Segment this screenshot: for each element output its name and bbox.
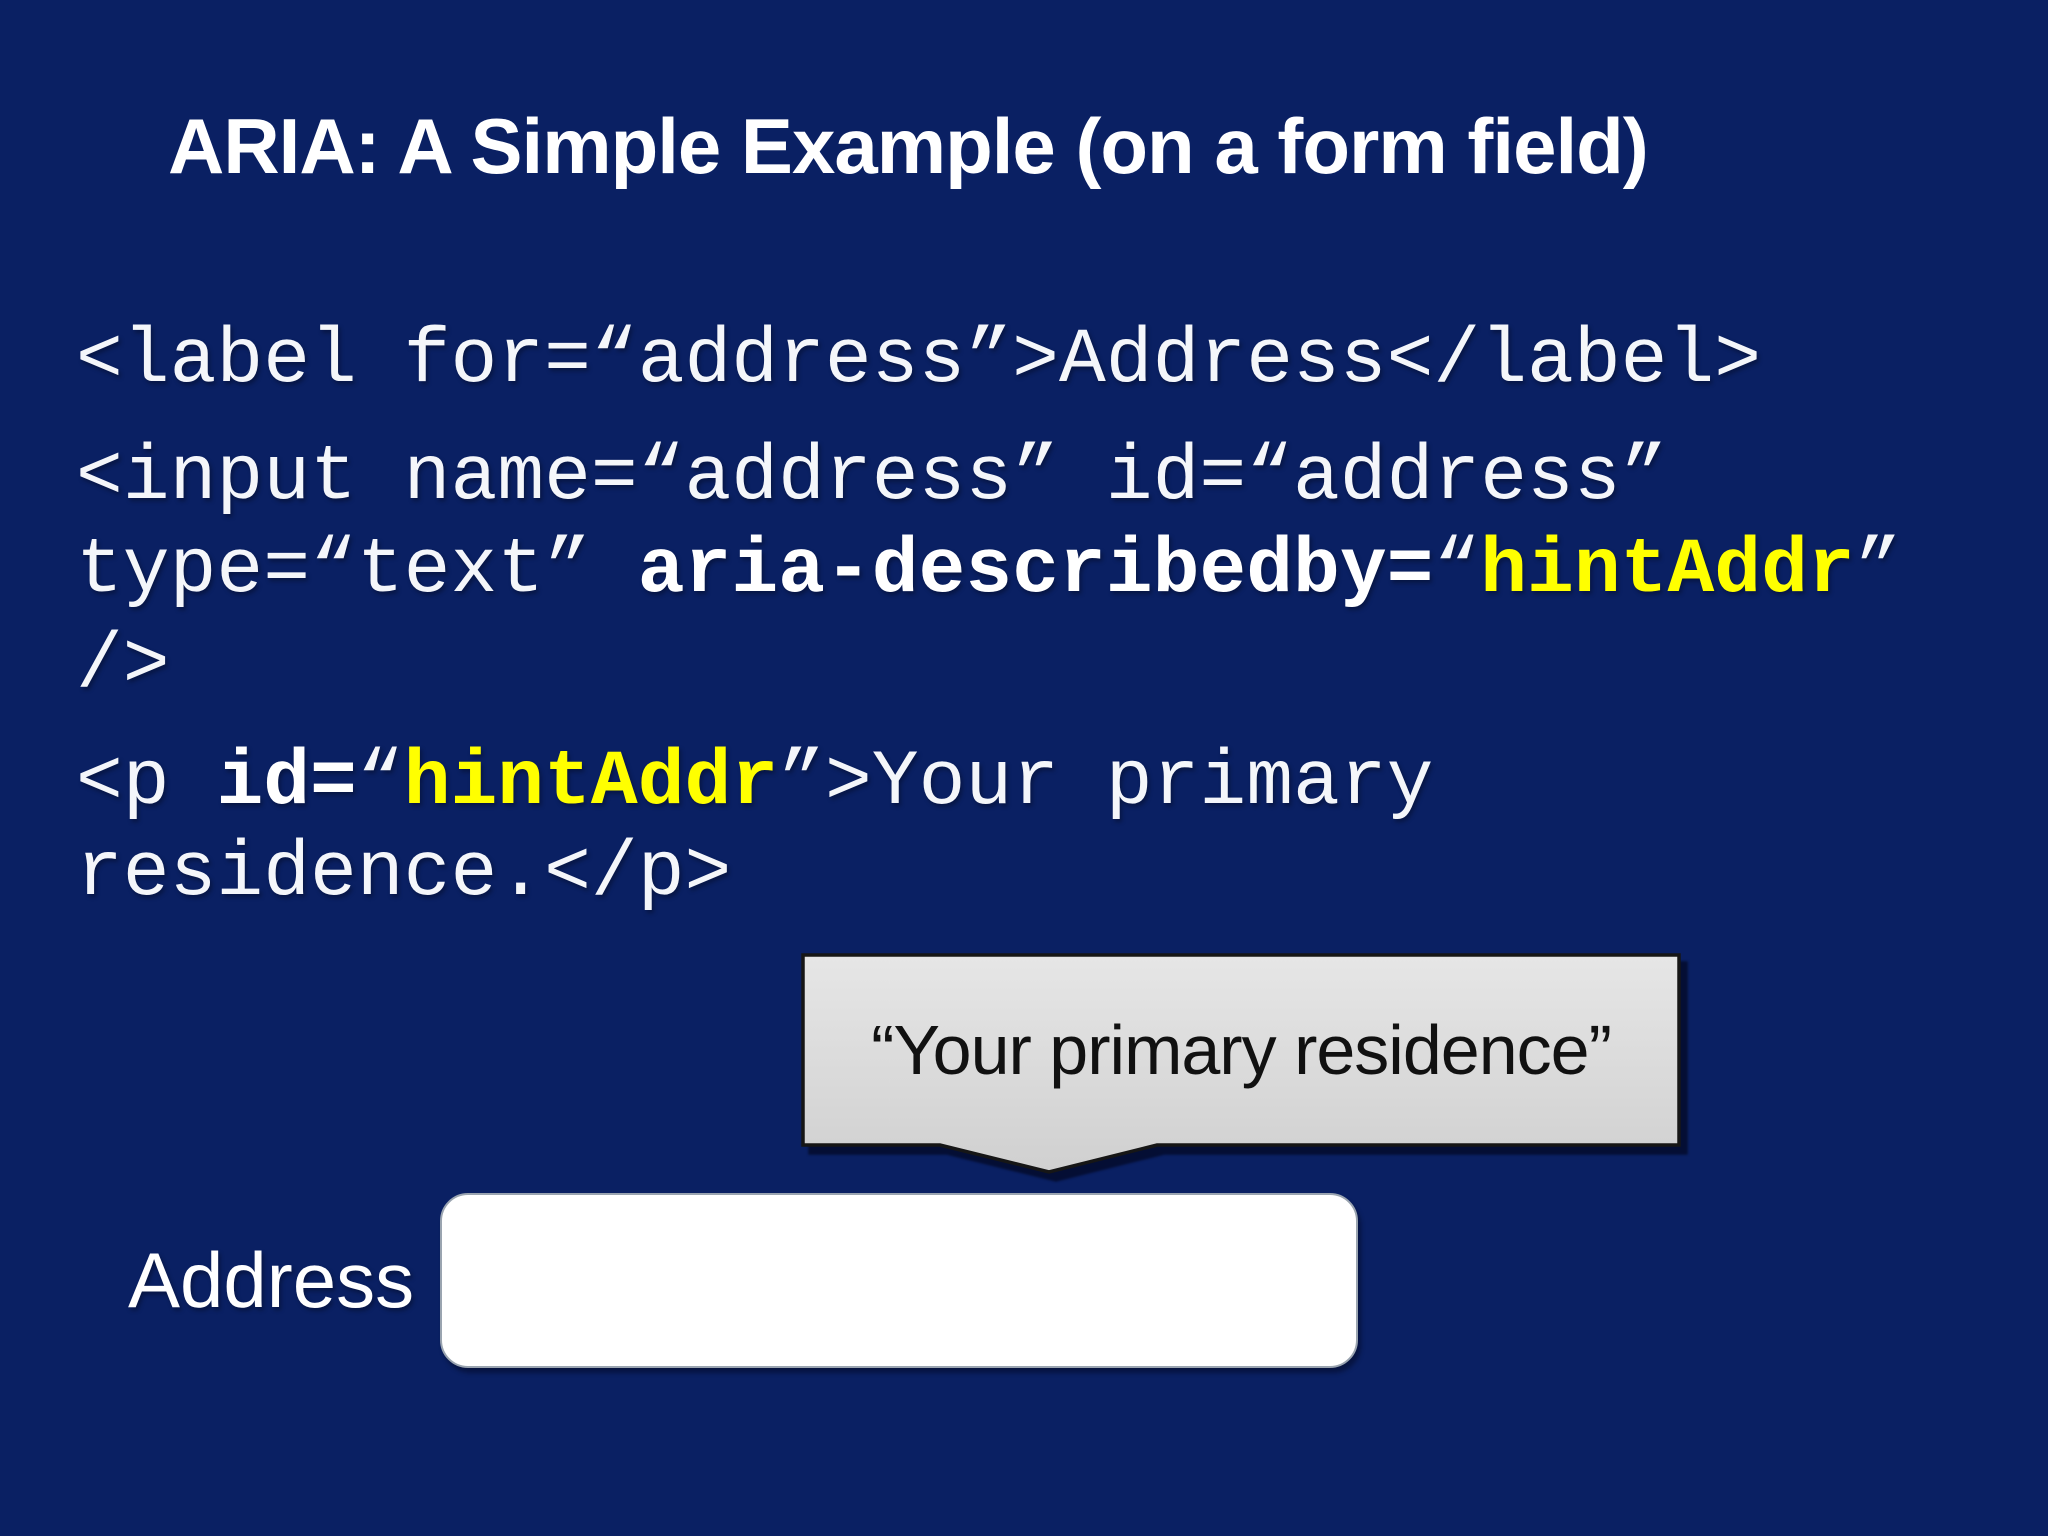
- code-segment: residence.</p>: [76, 830, 732, 918]
- code-line-aria-describedby: type=“text” aria-describedby=“hintAddr”: [76, 525, 1902, 617]
- code-segment: />: [76, 622, 170, 710]
- code-segment-hintaddr: hintAddr: [403, 739, 779, 827]
- code-segment: type=“text”: [76, 527, 638, 615]
- code-segment: ”>Your primary: [778, 739, 1434, 827]
- code-line-paragraph: <p id=“hintAddr”>Your primary: [76, 737, 1433, 829]
- code-line-input-close: />: [76, 620, 170, 712]
- code-segment-aria-attr: aria-describedby=: [637, 527, 1434, 615]
- code-segment: <input name=“address” id=“address”: [76, 434, 1668, 522]
- code-segment: “: [356, 739, 404, 827]
- tooltip-text: “Your primary residence”: [871, 1011, 1612, 1089]
- code-segment: <label for=“address”>Address</label>: [76, 317, 1762, 405]
- address-input[interactable]: [440, 1193, 1358, 1368]
- code-segment-id-attr: id=: [216, 739, 357, 827]
- code-line-paragraph-end: residence.</p>: [76, 828, 731, 920]
- slide-title: ARIA: A Simple Example (on a form field): [168, 102, 1649, 190]
- tooltip-pointer: [801, 953, 1681, 1174]
- code-line-input-open: <input name=“address” id=“address”: [76, 432, 1667, 524]
- tooltip-bubble: [801, 953, 1681, 1174]
- code-segment: “: [1433, 527, 1481, 615]
- code-segment: ”: [1854, 527, 1902, 615]
- code-segment-hintaddr: hintAddr: [1480, 527, 1855, 615]
- code-segment: <p: [76, 739, 217, 827]
- code-line-label: <label for=“address”>Address</label>: [76, 315, 1761, 407]
- address-label: Address: [128, 1236, 415, 1324]
